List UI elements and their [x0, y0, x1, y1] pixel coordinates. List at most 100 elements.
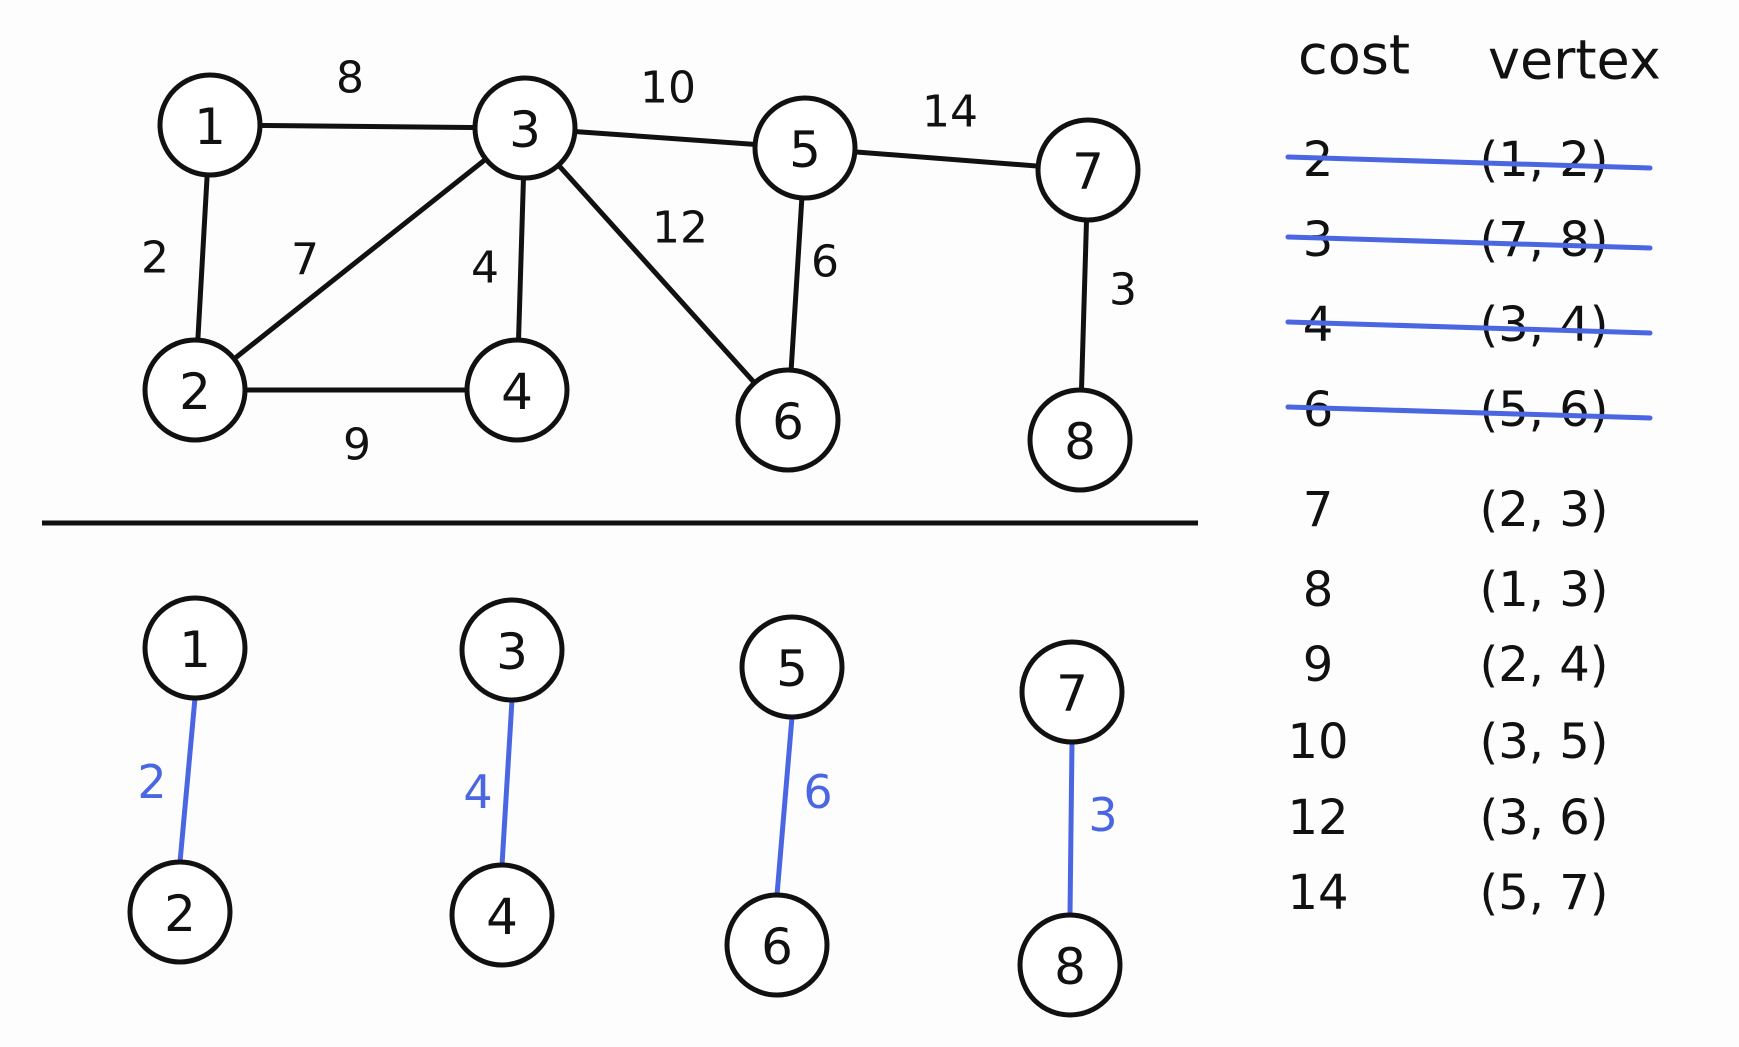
table-row: 14 (5, 7) [1287, 865, 1608, 921]
cost-cell: 14 [1287, 865, 1348, 921]
mst-edge-weight: 2 [137, 755, 166, 809]
node-label: 7 [1056, 665, 1088, 723]
mst-component-1-2: 2 1 2 [127, 595, 248, 965]
node-label: 3 [509, 101, 541, 159]
node-circle [1019, 639, 1125, 745]
node-label: 2 [164, 885, 196, 943]
node-circle [752, 95, 858, 201]
graph-node-1: 1 [157, 72, 263, 178]
mst-edge-weight: 4 [463, 765, 492, 819]
mst-node-5: 5 [739, 614, 845, 720]
vertex-cell: (3, 5) [1479, 714, 1608, 770]
node-circle [464, 337, 570, 443]
edge-weight-2-4: 9 [343, 420, 371, 471]
node-label: 7 [1072, 143, 1104, 201]
table-row: 8 (1, 3) [1303, 562, 1609, 618]
edge-weight-3-4: 4 [471, 243, 499, 294]
mst-node-2: 2 [127, 859, 233, 965]
node-circle [724, 892, 830, 998]
node-circle [127, 859, 233, 965]
edge-weight-3-6: 12 [652, 203, 708, 254]
graph-node-4: 4 [464, 337, 570, 443]
node-label: 8 [1054, 938, 1086, 996]
node-circle [1017, 912, 1123, 1018]
strikethrough-line [1285, 154, 1653, 171]
table-row: 10 (3, 5) [1287, 714, 1608, 770]
mst-forest: 2 1 2 434 6 5 6 3 7 8 [127, 595, 1125, 1018]
mst-node-7: 7 [1019, 639, 1125, 745]
table-row: 7(2, 3) [1303, 482, 1609, 538]
mst-edge-5-6 [774, 714, 795, 898]
cost-cell: 8 [1303, 562, 1334, 618]
node-circle [142, 337, 248, 443]
table-row: 2(1, 2) [1285, 132, 1653, 188]
cost-header: cost [1298, 24, 1410, 87]
graph-node-5: 5 [752, 95, 858, 201]
edge-weight-7-8: 3 [1109, 265, 1137, 316]
mst-node-1: 1 [142, 595, 248, 701]
edge-weight-3-5: 10 [640, 63, 696, 114]
edge-weight-1-3: 8 [336, 53, 364, 104]
table-row: 6(5, 6) [1285, 382, 1653, 438]
cost-cell: 12 [1287, 790, 1348, 846]
mst-node-6: 6 [724, 892, 830, 998]
table-row: 12 (3, 6) [1287, 790, 1608, 846]
mst-node-8: 8 [1017, 912, 1123, 1018]
table-row: 3(7, 8) [1285, 212, 1653, 268]
vertex-cell: (5, 7) [1479, 865, 1608, 921]
vertex-cell: (5, 6) [1479, 382, 1608, 438]
cost-cell: 9 [1303, 637, 1334, 693]
node-label: 2 [179, 363, 211, 421]
node-label: 1 [179, 621, 211, 679]
strikethrough-line [1285, 404, 1653, 421]
graph-node-3: 3 [472, 75, 578, 181]
mst-component-7-8: 3 7 8 [1017, 639, 1125, 1018]
edge-1-3 [207, 122, 528, 131]
mst-edge-weight: 3 [1088, 788, 1117, 842]
node-circle [735, 367, 841, 473]
graph-node-8: 8 [1027, 387, 1133, 493]
edge-cost-table: cost vertex 2(1, 2) 3(7, 8) 4(3, 4) 6(5, 6)… [1285, 24, 1661, 921]
cost-cell: 10 [1287, 714, 1348, 770]
strikethrough-line [1285, 234, 1653, 251]
table-row: 4(3, 4) [1285, 297, 1653, 353]
mst-edge-1-2 [177, 695, 198, 865]
edge-weight-5-6: 6 [811, 237, 839, 288]
vertex-cell: (1, 3) [1479, 562, 1608, 618]
mst-node-4: 4 [449, 862, 555, 968]
edge-2-3 [192, 125, 528, 393]
vertex-header: vertex [1488, 29, 1661, 92]
mst-edge-3-4 [499, 697, 515, 868]
vertex-cell: (2, 4) [1479, 637, 1608, 693]
edge-weight-1-2: 2 [141, 233, 169, 284]
vertex-cell: (3, 6) [1479, 790, 1608, 846]
node-label: 5 [789, 121, 821, 179]
edge-weight-5-7: 14 [922, 87, 978, 138]
vertex-cell: (3, 4) [1479, 297, 1608, 353]
mst-component-3-4: 434 [449, 597, 565, 968]
node-label: 6 [772, 393, 804, 451]
node-circle [1035, 117, 1141, 223]
node-label: 1 [194, 98, 226, 156]
table-row: 9 (2, 4) [1303, 637, 1609, 693]
edge-3-6 [522, 125, 791, 423]
node-circle [1027, 387, 1133, 493]
mst-component-5-6: 6 5 6 [724, 614, 845, 998]
cost-cell: 7 [1303, 482, 1334, 538]
node-circle [739, 614, 845, 720]
graph-node-7: 7 [1035, 117, 1141, 223]
node-label: 4 [486, 888, 518, 946]
mst-edge-7-8 [1067, 739, 1075, 918]
vertex-cell: (7, 8) [1479, 212, 1608, 268]
graph-node-6: 6 [735, 367, 841, 473]
mst-edge-weight: 6 [803, 765, 832, 819]
vertex-cell: (1, 2) [1479, 132, 1608, 188]
node-circle [472, 75, 578, 181]
node-circle [157, 72, 263, 178]
node-label: 4 [501, 363, 533, 421]
node-circle [142, 595, 248, 701]
graph-node-2: 2 [142, 337, 248, 443]
node-circle [459, 597, 565, 703]
